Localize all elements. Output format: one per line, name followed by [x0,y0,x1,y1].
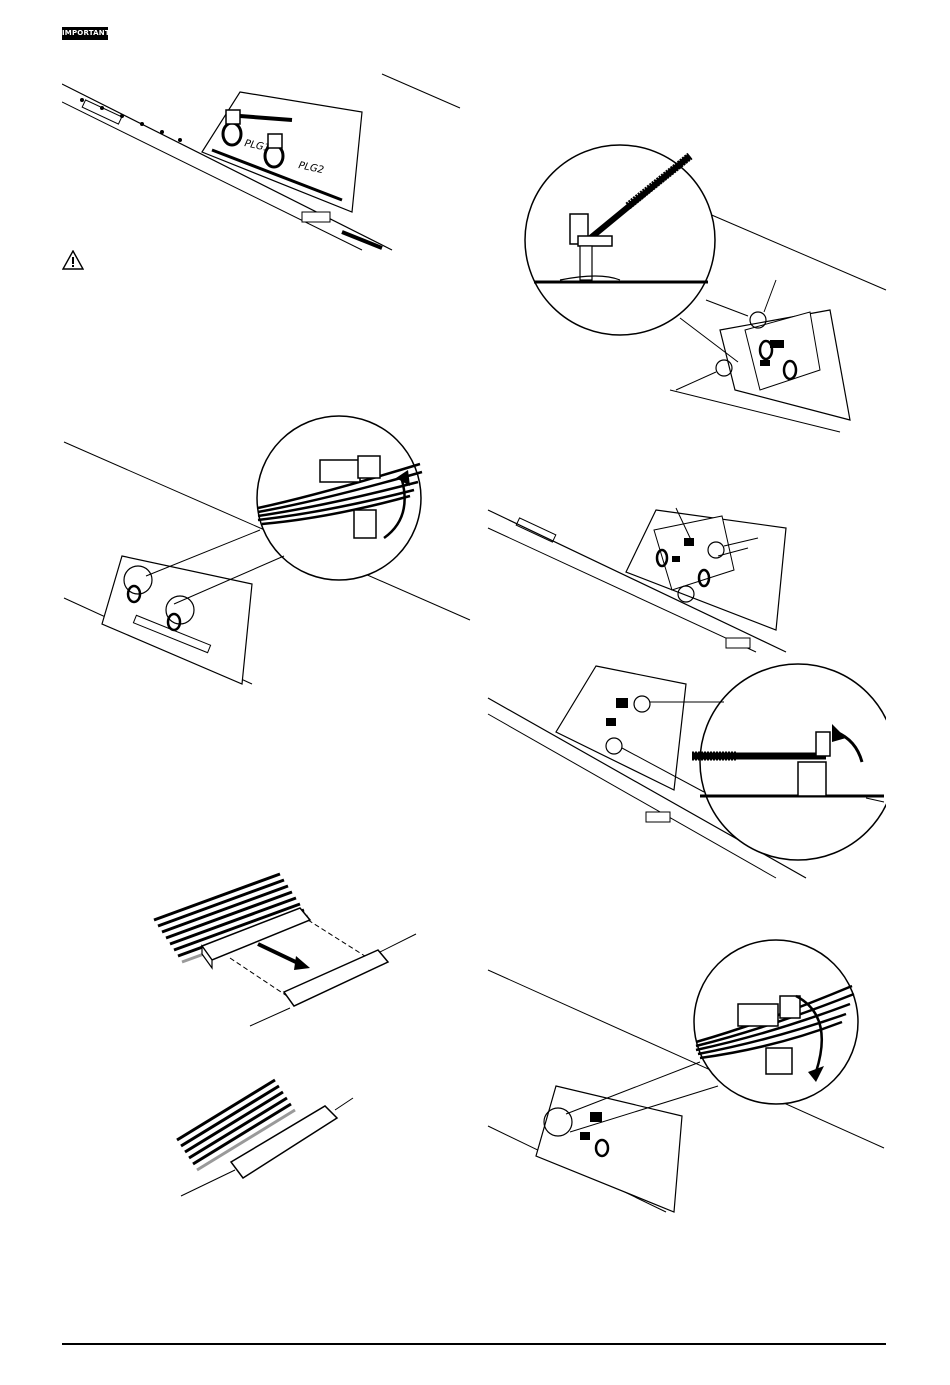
figure-board-install [486,500,796,655]
important-badge: IMPORTANT [62,27,108,40]
warning-triangle-icon [62,250,84,270]
figure-cable-clamp-open [62,398,472,688]
figure-support-clip-detail [520,140,888,435]
figure-connector-insert [150,868,420,1028]
figure-clip-lock-detail [486,662,886,880]
figure-board-plugs: PLG1 PLG2 [62,72,462,252]
footer-rule [62,1343,886,1345]
figure-connector-seated [175,1070,355,1200]
figure-cable-clamp-close [486,936,886,1216]
